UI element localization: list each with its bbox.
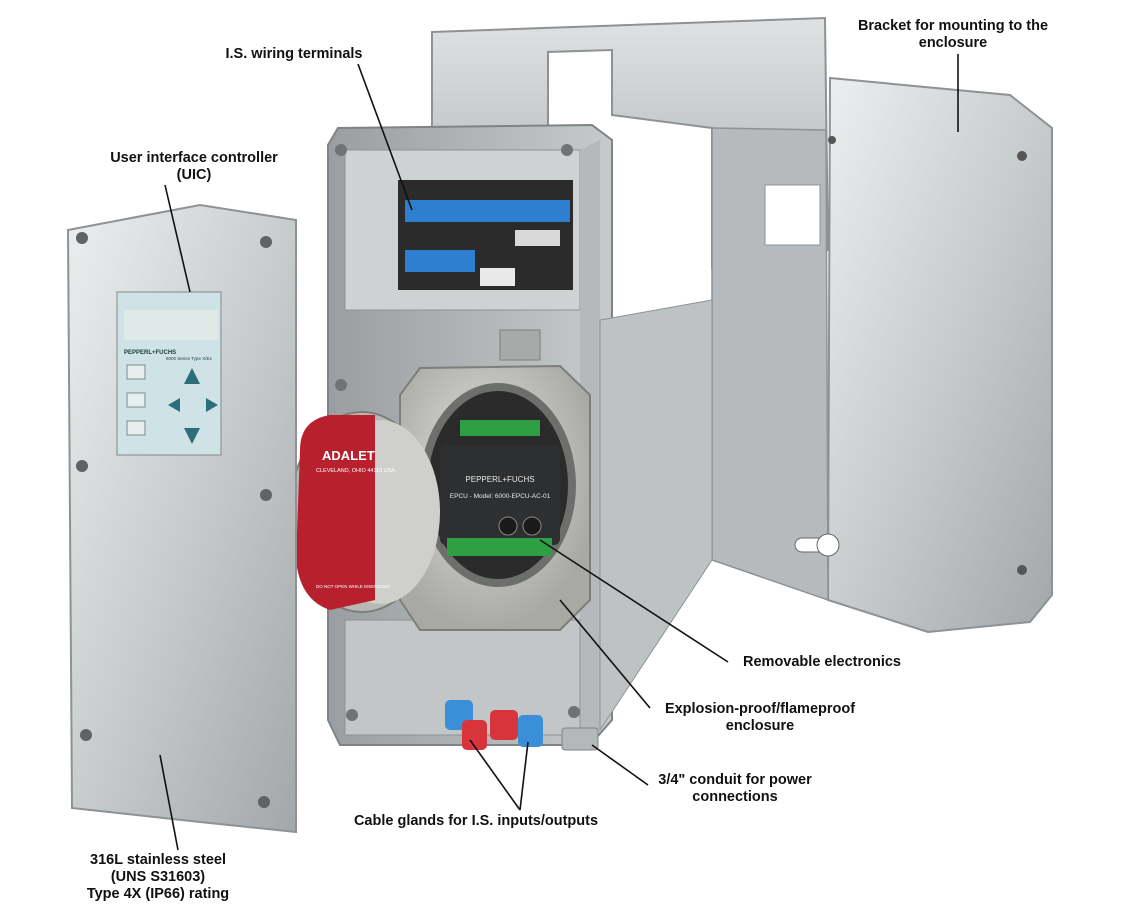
label-conduit: 3/4" conduit for power connections <box>640 772 830 806</box>
label-conduit-line1: 3/4" conduit for power <box>658 772 812 788</box>
uic-door: PEPPERL+FUCHS 6000 Series Type X/Ex <box>66 203 297 834</box>
leader-steel <box>159 754 179 851</box>
label-steel: 316L stainless steel (UNS S31603) Type 4… <box>66 852 250 903</box>
leader-lines <box>159 54 959 851</box>
label-glands: Cable glands for I.S. inputs/outputs <box>340 813 612 830</box>
label-terminals-line1: I.S. wiring terminals <box>225 46 363 62</box>
cover-address: CLEVELAND, OHIO 44110 USA <box>316 468 395 474</box>
label-enclosure-line2: enclosure <box>725 718 795 734</box>
cover-warning: DO NOT OPEN WHILE ENERGIZED <box>316 584 391 589</box>
label-uic: User interface controller (UIC) <box>94 150 294 184</box>
label-uic-line1: User interface controller <box>110 150 278 166</box>
label-enclosure-line1: Explosion-proof/flameproof <box>664 701 856 717</box>
label-electronics: Removable electronics <box>730 654 914 671</box>
label-glands-line1: Cable glands for I.S. inputs/outputs <box>353 813 599 829</box>
label-terminals: I.S. wiring terminals <box>212 46 376 63</box>
label-steel-line3: Type 4X (IP66) rating <box>86 886 230 902</box>
leader-enclosure <box>559 599 651 709</box>
power-conduit <box>561 727 599 751</box>
label-steel-line1: 316L stainless steel <box>90 852 226 868</box>
cover-brand: ADALET <box>322 448 375 463</box>
cable-glands <box>445 700 543 750</box>
leader-electronics <box>539 539 729 663</box>
electronics-module: PEPPERL+FUCHS EPCU - Model: 6000-EPCU-AC… <box>440 420 560 556</box>
leader-terminals <box>357 63 413 211</box>
module-model: EPCU - Model: 6000-EPCU-AC-01 <box>450 493 551 500</box>
label-bracket-line1: Bracket for mounting to the <box>857 18 1049 34</box>
leader-conduit <box>591 744 649 786</box>
uic-series: 6000 Series Type X/Ex <box>166 356 212 361</box>
module-brand: PEPPERL+FUCHS <box>465 475 534 484</box>
label-conduit-line2: connections <box>692 789 778 805</box>
leader-uic <box>164 184 191 293</box>
label-uic-line2: (UIC) <box>176 167 212 183</box>
label-electronics-line1: Removable electronics <box>743 654 901 670</box>
terminal-board <box>398 180 573 290</box>
mounting-bracket <box>431 16 1053 634</box>
label-enclosure: Explosion-proof/flameproof enclosure <box>650 701 870 735</box>
label-steel-line2: (UNS S31603) <box>110 869 206 885</box>
label-bracket-line2: enclosure <box>918 35 988 51</box>
label-bracket: Bracket for mounting to the enclosure <box>846 18 1060 52</box>
uic-brand: PEPPERL+FUCHS <box>124 350 176 356</box>
housing-cover: ADALET CLEVELAND, OHIO 44110 USA DO NOT … <box>289 411 440 613</box>
leader-glands <box>469 739 529 811</box>
